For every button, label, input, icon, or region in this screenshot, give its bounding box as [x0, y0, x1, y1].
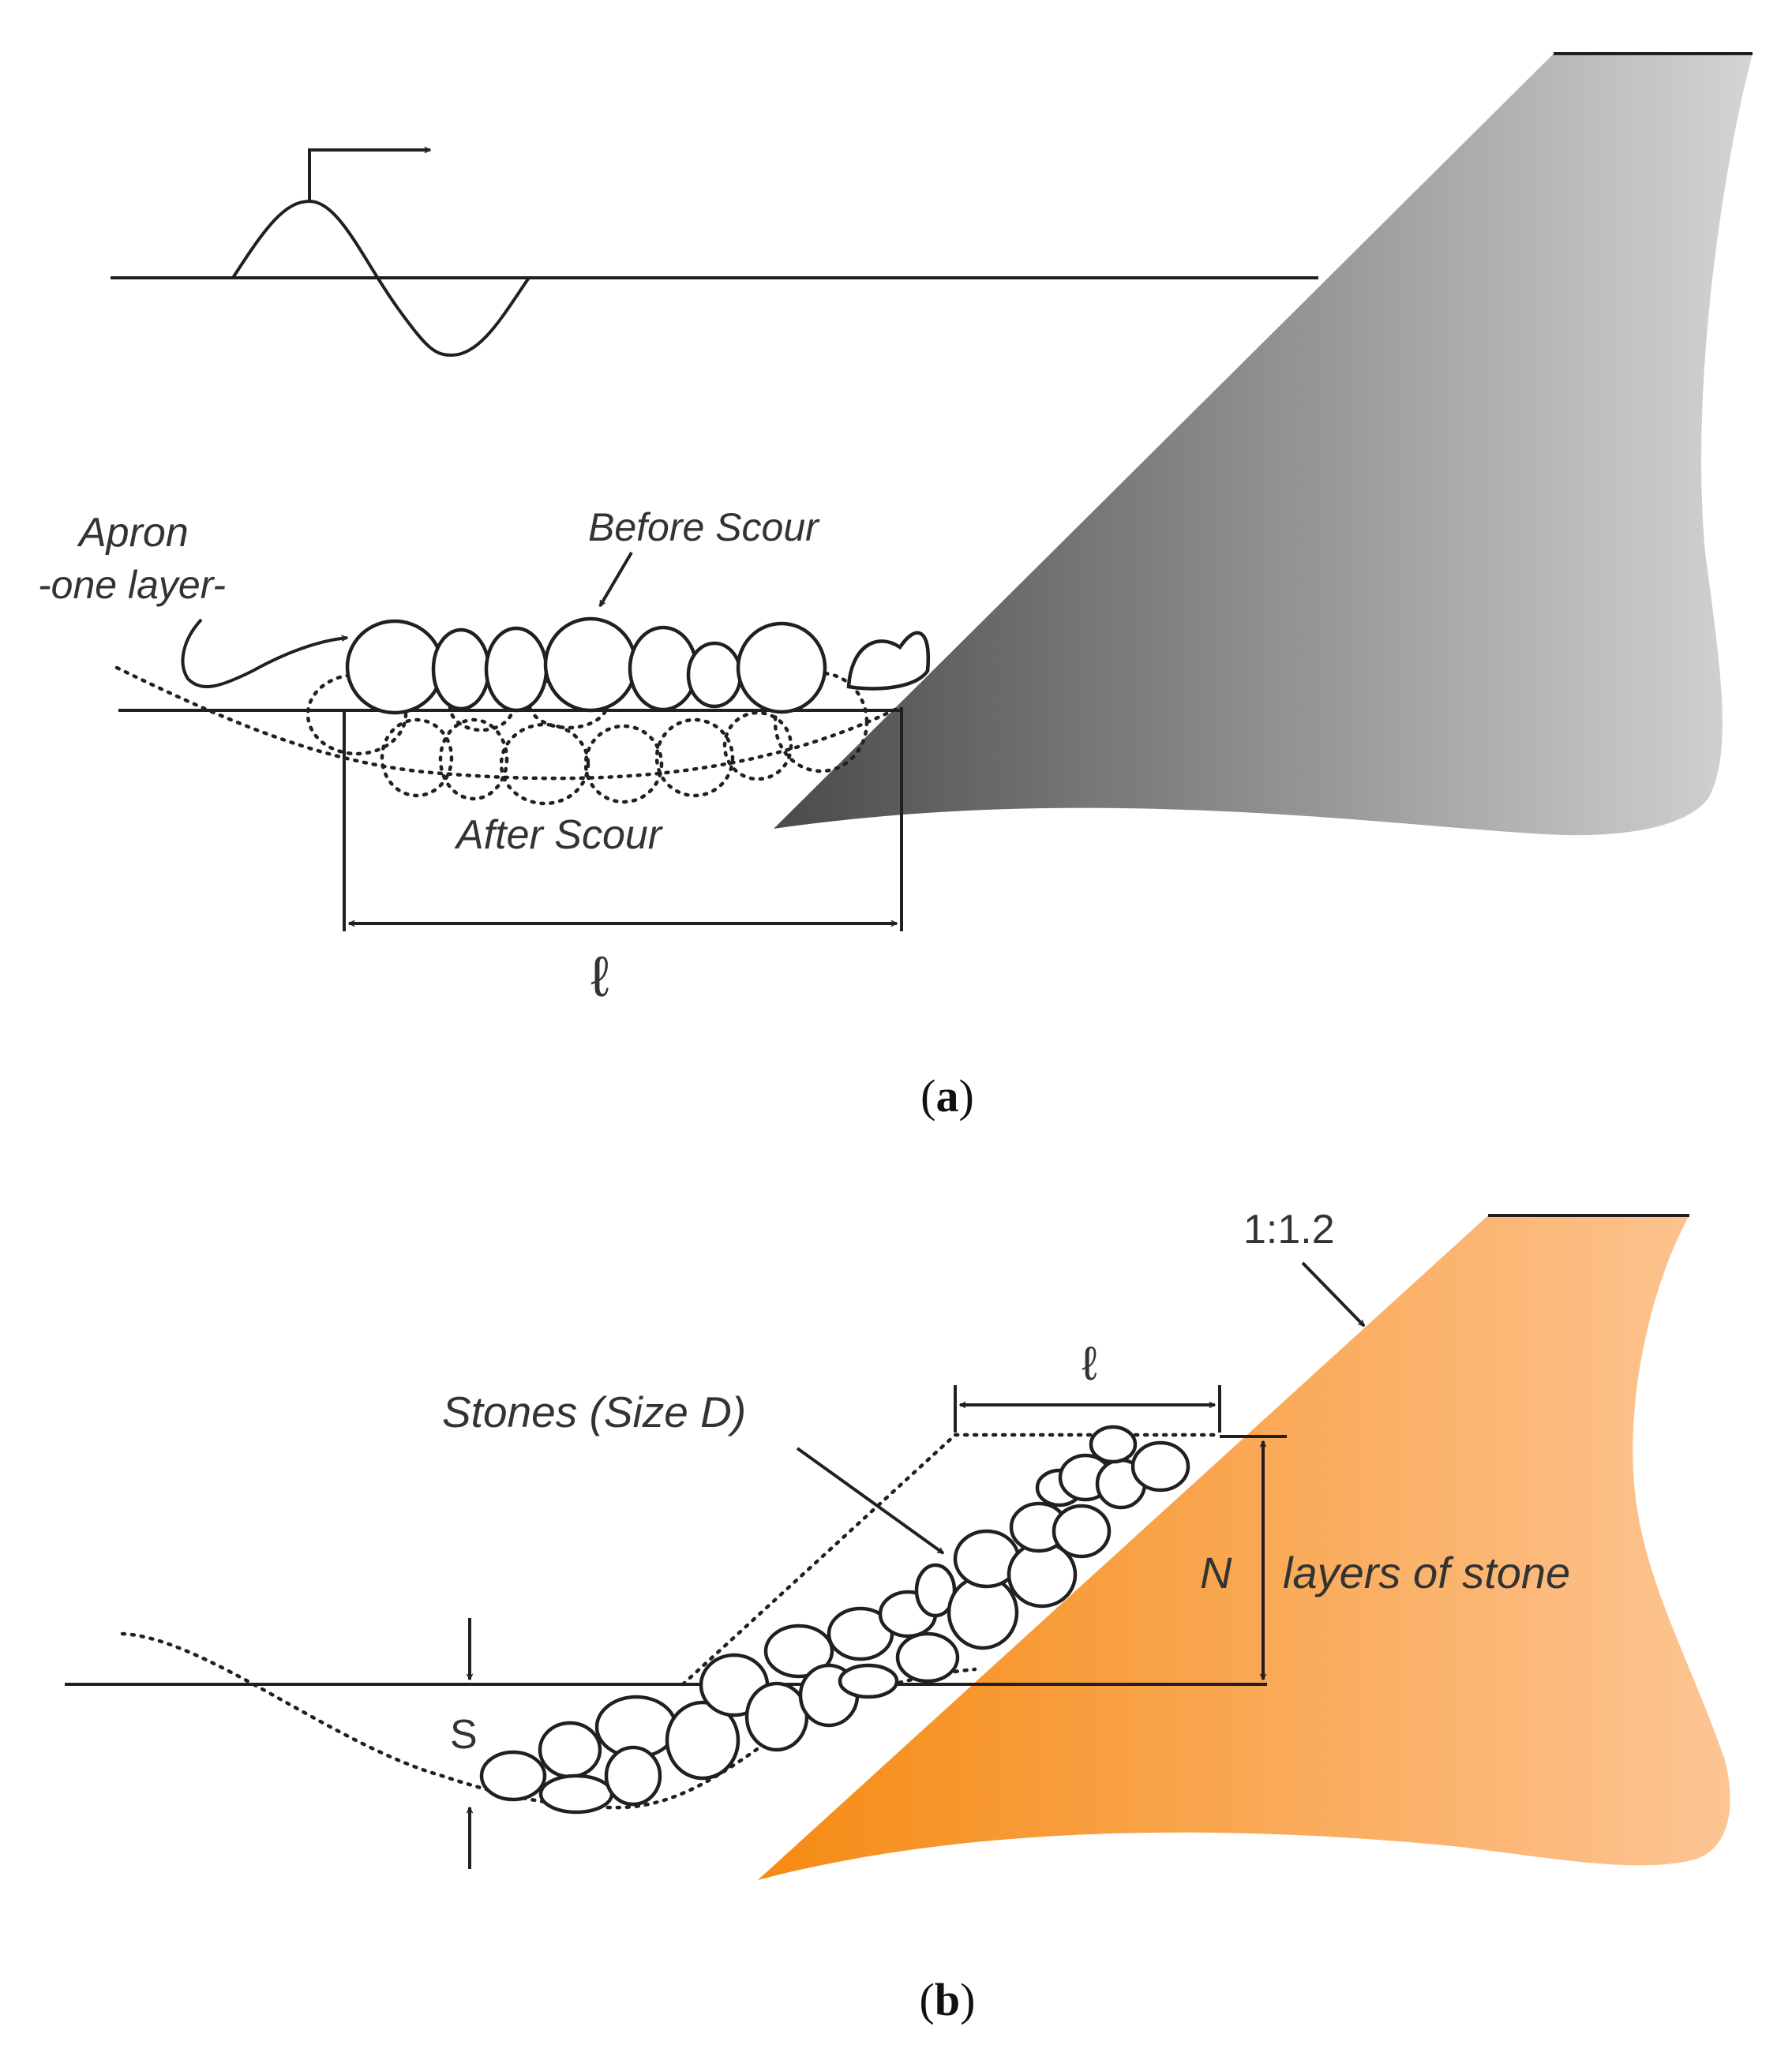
slope-label: 1:1.2 [1243, 1207, 1335, 1253]
n-label: N [1200, 1548, 1232, 1597]
apron-stones-before-scour [345, 616, 931, 715]
layers-label: layers of stone [1283, 1548, 1570, 1597]
length-label-a: ℓ [590, 946, 609, 1009]
before-scour-pointer [598, 551, 633, 606]
slope-pointer [1301, 1261, 1366, 1328]
panel-a: Apron -one layer- Before Scour After Sco… [38, 52, 1753, 1122]
scour-depth-label: S [450, 1712, 478, 1758]
armor-envelope [680, 1433, 1222, 1687]
length-label-b: ℓ [1082, 1337, 1097, 1390]
armor-stones [479, 1425, 1190, 1815]
apron-pointer [181, 618, 347, 689]
stones-pointer [796, 1447, 943, 1555]
after-scour-label: After Scour [454, 812, 664, 858]
structure-b [758, 1215, 1730, 1880]
stones-label: Stones (Size D) [442, 1388, 746, 1436]
apron-label: Apron [77, 510, 189, 556]
structure-a [774, 54, 1753, 836]
caption-a: (a) [920, 1070, 974, 1122]
before-scour-label: Before Scour [588, 505, 820, 549]
scour-profile-a [114, 665, 902, 781]
one-layer-label: -one layer- [38, 563, 226, 607]
wave-direction-arrow [308, 150, 430, 201]
wave [231, 199, 530, 358]
panel-b: 1:1.2 ℓ Stones (Size D) N layers of ston… [65, 1207, 1730, 2025]
caption-b: (b) [920, 1974, 976, 2025]
